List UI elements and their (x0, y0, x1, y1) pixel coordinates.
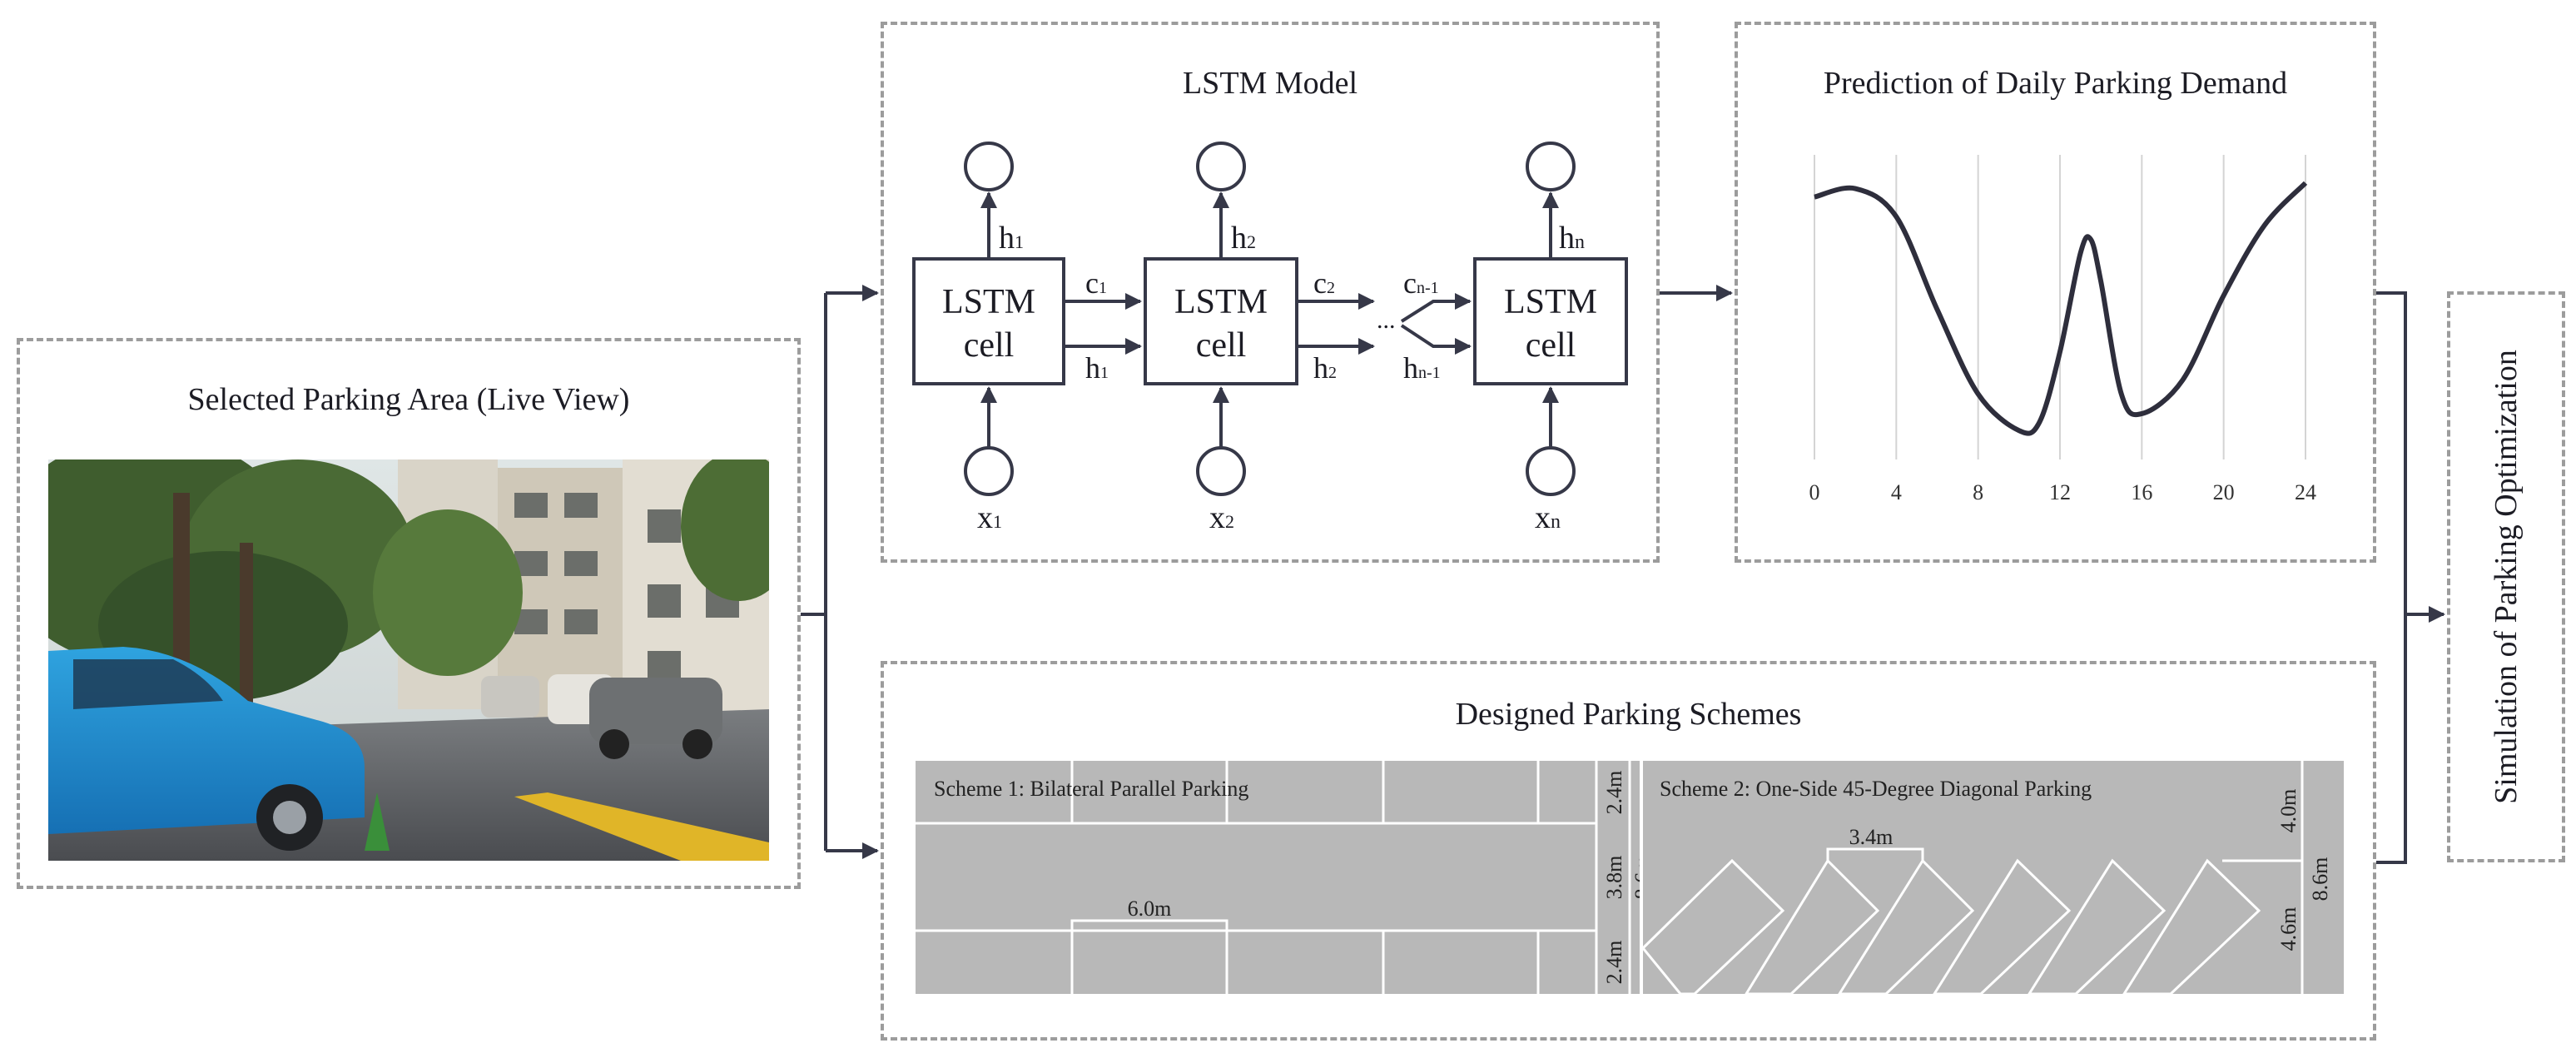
lstm-model-panel (881, 22, 1660, 563)
x-tick-label-0: 0 (1809, 480, 1820, 504)
x-tick-label-4: 16 (2131, 480, 2152, 504)
scheme-1-space-length: 6.0m (1128, 897, 1172, 921)
scheme-2-top-width: 4.0m (2276, 789, 2301, 833)
schemes-diagram: Scheme 1: Bilateral Parallel Parking 6.0… (916, 761, 2344, 996)
c-label-2: c2 (1313, 266, 1335, 300)
scheme-1-lane-width: 3.8m (1602, 856, 1626, 900)
ellipsis: ... (1377, 306, 1396, 334)
demand-curve (1814, 181, 2308, 436)
demand-chart: 0 4 8 12 16 20 24 (1809, 155, 2316, 504)
x-tick-label-5: 20 (2213, 480, 2235, 504)
cell-n-line2: cell (1526, 326, 1576, 365)
h-label-1: h1 (1085, 351, 1109, 385)
scheme-1-top-width: 2.4m (1602, 771, 1626, 815)
input-label-2: x2 (1209, 500, 1234, 535)
x-tick-label-2: 8 (1973, 480, 1983, 504)
cell-1-line2: cell (964, 326, 1015, 365)
simulation-panel (2447, 291, 2565, 862)
scheme-1-bottom-width: 2.4m (1602, 941, 1626, 985)
cell-1-line1: LSTM (942, 283, 1035, 321)
lstm-diagram: LSTM cell LSTM cell LSTM cell h1 h2 hn x… (912, 142, 1628, 535)
c-label-1: c1 (1085, 266, 1107, 300)
hidden-label-2: h2 (1231, 221, 1256, 256)
scheme-2-bottom-width: 4.6m (2276, 907, 2301, 951)
scheme-2-space-spacing: 3.4m (1849, 825, 1894, 849)
c-label-n-1: cn-1 (1403, 266, 1439, 300)
x-tick-label-6: 24 (2295, 480, 2316, 504)
scheme-2-label: Scheme 2: One-Side 45-Degree Diagonal Pa… (1660, 777, 2092, 801)
scheme-1-label: Scheme 1: Bilateral Parallel Parking (934, 777, 1248, 801)
hidden-label-n: hn (1559, 221, 1585, 256)
prediction-title: Prediction of Daily Parking Demand (1823, 66, 2288, 101)
x-tick-label-1: 4 (1891, 480, 1902, 504)
scheme-2: Scheme 2: One-Side 45-Degree Diagonal Pa… (1640, 761, 2344, 996)
input-label-1: x1 (977, 500, 1002, 535)
cell-2-line2: cell (1196, 326, 1247, 365)
output-node-2 (1196, 142, 1246, 191)
cell-2-line1: LSTM (1174, 283, 1268, 321)
street-parking-photo (48, 459, 769, 861)
prediction-panel (1735, 22, 2376, 563)
live-view-title: Selected Parking Area (Live View) (187, 382, 630, 417)
input-label-n: xn (1535, 500, 1561, 535)
scheme-1: Scheme 1: Bilateral Parallel Parking 6.0… (916, 761, 1656, 994)
schemes-panel (881, 661, 2376, 1041)
schemes-title: Designed Parking Schemes (1455, 697, 1802, 732)
output-node-1 (964, 142, 1014, 191)
h-label-2: h2 (1313, 351, 1337, 385)
h-label-n-1: hn-1 (1403, 351, 1441, 385)
hidden-label-1: h1 (999, 221, 1024, 256)
live-view-panel (17, 338, 801, 889)
cell-n-line1: LSTM (1504, 283, 1597, 321)
lstm-model-title: LSTM Model (1182, 66, 1358, 101)
scheme-2-total-width: 8.6m (2308, 857, 2332, 902)
x-tick-label-3: 12 (2049, 480, 2071, 504)
output-node-n (1526, 142, 1576, 191)
